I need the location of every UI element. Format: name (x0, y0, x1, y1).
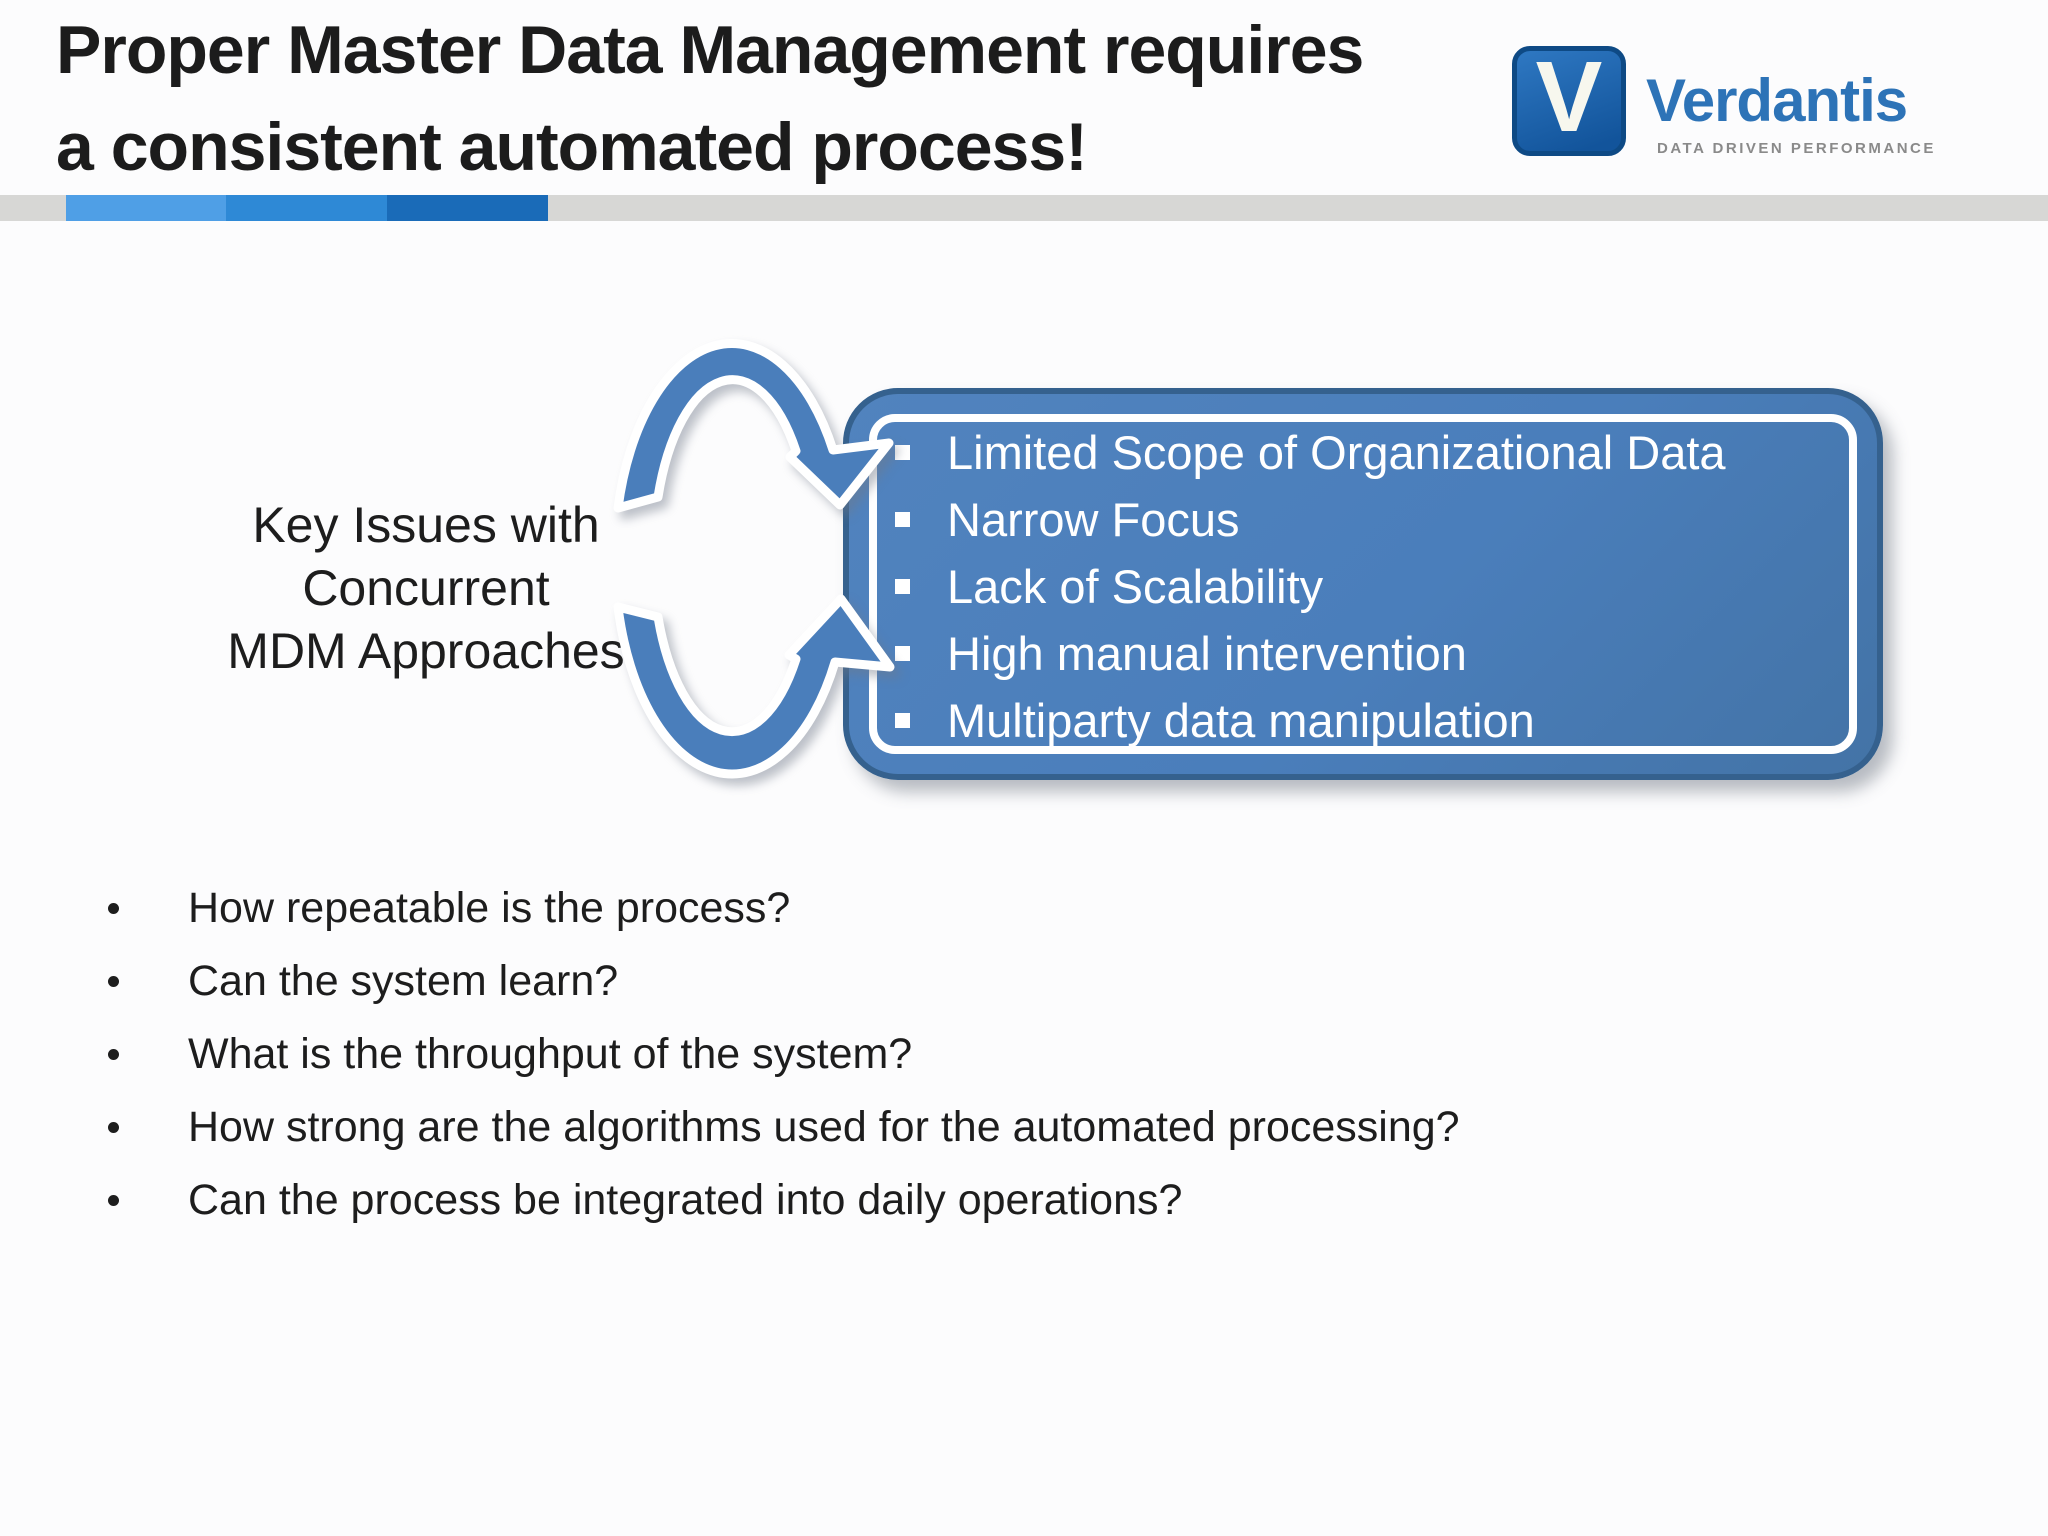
issues-box: Limited Scope of Organizational Data Nar… (843, 388, 1883, 780)
list-item: What is the throughput of the system? (96, 1018, 1946, 1091)
questions-list: How repeatable is the process? Can the s… (96, 872, 1946, 1237)
list-item: Lack of Scalability (895, 553, 1857, 620)
list-item: Narrow Focus (895, 486, 1857, 553)
list-item: Can the process be integrated into daily… (96, 1164, 1946, 1237)
list-item: Limited Scope of Organizational Data (895, 419, 1857, 486)
brand-name: Verdantis (1646, 67, 1908, 134)
slide-title-line2: a consistent automated process! (56, 109, 1088, 185)
divider-segment-dark (387, 195, 548, 221)
diagram-label-line1: Key Issues with Concurrent (252, 497, 600, 616)
brand-tagline: DATA DRIVEN PERFORMANCE (1657, 140, 1936, 157)
divider-segment-light (66, 195, 226, 221)
list-item: How strong are the algorithms used for t… (96, 1091, 1946, 1164)
issues-box-inner-border (869, 414, 1857, 754)
diagram-label-line2: MDM Approaches (227, 623, 625, 679)
slide-title: Proper Master Data Management requires a… (56, 2, 1516, 196)
list-item: Can the system learn? (96, 945, 1946, 1018)
issues-list: Limited Scope of Organizational Data Nar… (895, 419, 1857, 754)
divider-segment-medium (226, 195, 387, 221)
divider-bar (0, 195, 2048, 221)
verdantis-logo-icon: V (1512, 46, 1626, 156)
list-item: High manual intervention (895, 620, 1857, 687)
slide-title-line1: Proper Master Data Management requires (56, 12, 1364, 88)
cycle-arrow-top (613, 339, 894, 513)
list-item: How repeatable is the process? (96, 872, 1946, 945)
diagram-label: Key Issues with Concurrent MDM Approache… (128, 494, 724, 683)
logo-letter: V (1535, 41, 1603, 153)
list-item: Multiparty data manipulation (895, 687, 1857, 754)
cycle-arrows-icon (613, 339, 895, 779)
cycle-arrow-bottom (613, 594, 895, 779)
